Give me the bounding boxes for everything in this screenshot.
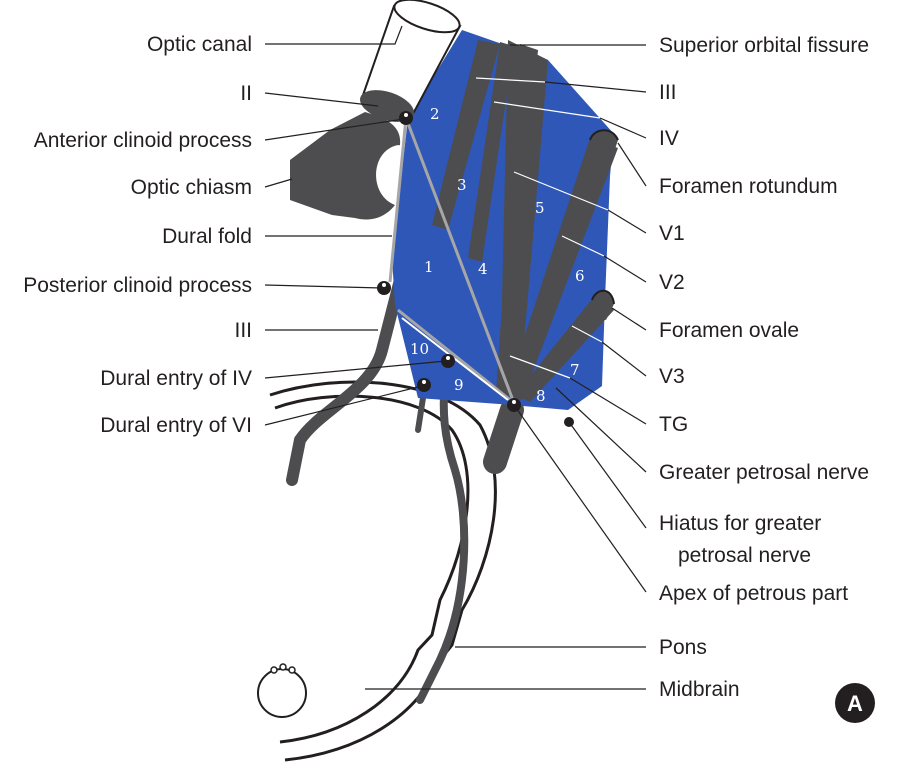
- label-optic-chiasm: Optic chiasm: [131, 176, 252, 199]
- triangle-number-6: 6: [575, 267, 585, 285]
- triangle-number-3: 3: [457, 176, 467, 194]
- oculomotor-nerve-trunk: [286, 266, 408, 486]
- triangle-number-8: 8: [536, 387, 546, 405]
- label-optic-canal: Optic canal: [147, 33, 252, 56]
- label-dural-fold: Dural fold: [162, 225, 252, 248]
- label-foramen-ovale: Foramen ovale: [659, 319, 799, 342]
- trigeminal-root: [483, 398, 524, 474]
- triangle-number-7: 7: [570, 361, 580, 379]
- triangle-number-4: 4: [478, 260, 488, 278]
- label-v2: V2: [659, 271, 685, 294]
- label-v3: V3: [659, 365, 685, 388]
- label-oculomotor-right: III: [659, 81, 677, 104]
- descending-nerves: [286, 266, 524, 704]
- petroclinoid-white-line: [401, 317, 509, 401]
- foramen-rotundum-shape: [589, 129, 619, 158]
- cn3-in-sinus: [432, 40, 500, 230]
- dural-fold-lines: [388, 117, 516, 405]
- cn4-in-sinus: [468, 42, 514, 262]
- label-oculomotor-left: III: [234, 319, 252, 342]
- label-dural-entry-iv: Dural entry of IV: [100, 367, 252, 390]
- right-labels: Superior orbital fissure III IV Foramen …: [659, 34, 869, 701]
- dural-entry-iv-dot: [441, 354, 455, 368]
- label-anterior-clinoid-process: Anterior clinoid process: [34, 129, 252, 152]
- optic-chiasm-shape: [290, 112, 401, 220]
- label-superior-orbital-fissure: Superior orbital fissure: [659, 34, 869, 57]
- label-foramen-rotundum: Foramen rotundum: [659, 175, 838, 198]
- intrasinus-nerves: [432, 40, 618, 402]
- label-pons: Pons: [659, 636, 707, 659]
- dural-entry-vi-dot: [417, 378, 431, 392]
- trochlear-nerve-trunk: [416, 360, 469, 704]
- anterior-clinoid-dot: [399, 111, 413, 125]
- left-leader-lines: [264, 25, 447, 426]
- panel-badge-letter: A: [847, 691, 863, 716]
- left-labels: Optic canal II Anterior clinoid process …: [23, 33, 252, 437]
- midbrain-circle: [257, 663, 307, 718]
- label-dural-entry-vi: Dural entry of VI: [100, 414, 252, 437]
- right-leader-lines: [365, 44, 647, 690]
- posterior-clinoid-dot: [377, 281, 391, 295]
- label-posterior-clinoid-process: Posterior clinoid process: [23, 274, 252, 297]
- label-optic-nerve: II: [240, 82, 252, 105]
- cavernous-sinus-region: [392, 30, 614, 410]
- cn6-in-sinus: [496, 44, 538, 395]
- label-greater-petrosal-nerve: Greater petrosal nerve: [659, 461, 869, 484]
- triangle-number-10: 10: [410, 340, 429, 358]
- label-v1: V1: [659, 222, 685, 245]
- label-trochlear: IV: [659, 127, 679, 150]
- triangle-number-9: 9: [454, 376, 464, 394]
- label-hiatus-line1: Hiatus for greater: [659, 512, 821, 535]
- label-midbrain: Midbrain: [659, 678, 740, 701]
- label-trigeminal-ganglion: TG: [659, 413, 688, 436]
- triangle-number-2: 2: [430, 105, 440, 123]
- triangle-number-5: 5: [535, 199, 545, 217]
- foramen-ovale-shape: [591, 289, 615, 320]
- triangle-number-1: 1: [424, 258, 434, 276]
- panel-badge: A: [835, 683, 875, 723]
- v3-in-sinus: [515, 294, 614, 402]
- label-hiatus-line2: petrosal nerve: [678, 544, 811, 567]
- optic-canal-cylinder: [360, 0, 462, 122]
- triangle-numbers: 1 2 3 4 5 6 7 8 9 10: [410, 105, 585, 405]
- label-apex-petrous-part: Apex of petrous part: [659, 582, 848, 605]
- v2-in-sinus: [505, 138, 618, 400]
